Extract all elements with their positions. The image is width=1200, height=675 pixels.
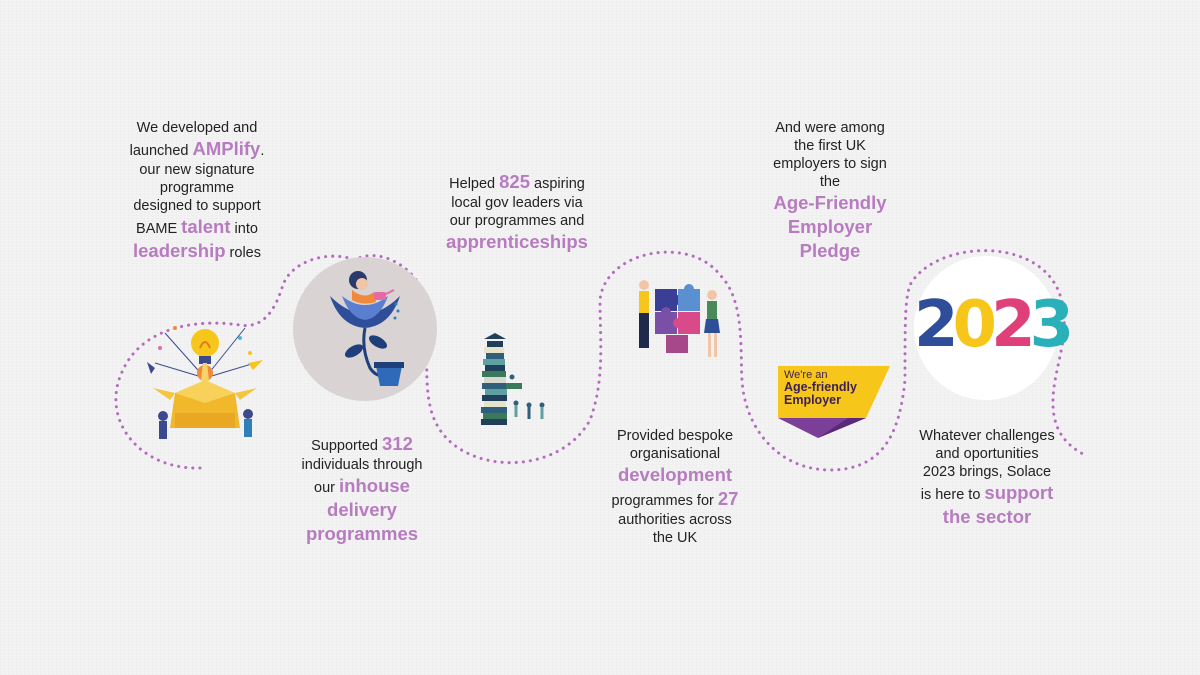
b1-line-6-a: BAME <box>136 221 182 237</box>
b4-line-6: the UK <box>652 530 698 546</box>
badge-line-2: Age-friendly <box>784 380 857 394</box>
b1-line-2-b: . <box>260 143 265 159</box>
text-block-2023: Whatever challenges and oportunities 202… <box>902 427 1072 529</box>
b5-line-5: Age-Friendly <box>745 191 915 215</box>
delivery-highlight: delivery <box>327 499 397 520</box>
employer-highlight: Employer <box>787 216 873 237</box>
badge-line-1: We're an <box>784 369 828 381</box>
b4-line-5: authorities across <box>618 512 732 528</box>
b4-line-4: programmes for 27 <box>592 487 758 511</box>
number-825-highlight: 825 <box>499 171 531 192</box>
programmes-highlight: programmes <box>305 523 419 544</box>
badge-shape <box>778 366 890 438</box>
b4-line-2: organisational <box>629 446 721 462</box>
b1-line-3: our new signature <box>139 162 255 178</box>
b3-line-1-a: Helped <box>449 176 500 192</box>
b2-line-2: individuals through <box>301 457 423 473</box>
b2-line-5: programmes <box>282 522 442 546</box>
b1-line-1: We developed and <box>136 120 258 136</box>
b5-line-4: the <box>819 174 841 190</box>
b2-line-1-a: Supported <box>311 438 383 454</box>
year-digit-4: 3 <box>1029 288 1074 362</box>
year-2023-text: 2023 <box>914 292 1074 358</box>
woman-flower-icon <box>293 257 437 401</box>
talent-highlight: talent <box>181 216 231 237</box>
text-block-27: Provided bespoke organisational developm… <box>592 427 758 547</box>
leadership-highlight: leadership <box>132 240 226 261</box>
pledge-highlight: Pledge <box>799 240 861 261</box>
b6-line-4: is here to support <box>902 481 1072 505</box>
b6-line-4-a: is here to <box>920 487 985 503</box>
badge-line-3: Employer <box>784 393 841 407</box>
b1-line-5: designed to support <box>133 198 261 214</box>
b3-line-1-b: aspiring <box>530 176 585 192</box>
b5-line-7: Pledge <box>745 239 915 263</box>
b1-line-2-a: launched <box>129 143 193 159</box>
b3-line-2: local gov leaders via <box>451 195 583 211</box>
the-sector-highlight: the sector <box>942 506 1032 527</box>
wave-line <box>114 249 1087 472</box>
number-312-highlight: 312 <box>382 433 413 454</box>
support-highlight: support <box>984 482 1054 503</box>
b1-line-4: programme <box>159 180 235 196</box>
b5-line-2: the first UK <box>794 138 866 154</box>
b2-line-1: Supported 312 <box>282 432 442 456</box>
b1-line-7: leadership roles <box>112 239 282 263</box>
b3-line-1: Helped 825 aspiring <box>432 170 602 194</box>
age-friendly-badge: We're an Age-friendly Employer <box>778 366 890 438</box>
amplify-highlight: AMPlify <box>192 138 261 159</box>
b5-line-6: Employer <box>745 215 915 239</box>
b4-line-1: Provided bespoke <box>616 428 734 444</box>
b2-line-4: delivery <box>282 498 442 522</box>
b4-line-4-a: programmes for <box>611 493 718 509</box>
b5-line-1: And were among <box>775 120 885 136</box>
text-block-312: Supported 312 individuals through our in… <box>282 432 442 546</box>
b6-line-2: and oportunities <box>935 446 1039 462</box>
year-digit-1: 2 <box>914 288 958 362</box>
development-highlight: development <box>617 464 733 485</box>
puzzle-people-icon <box>639 280 720 357</box>
b1-line-7-b: roles <box>225 245 261 261</box>
apprenticeships-highlight: apprenticeships <box>446 231 588 252</box>
age-friendly-highlight: Age-Friendly <box>773 192 887 213</box>
year-2023-circle: 2023 <box>914 256 1074 400</box>
book-stack-icon <box>481 333 545 425</box>
lightbulb-box-icon <box>147 326 263 439</box>
b2-line-3-a: our <box>314 480 340 496</box>
text-block-age-friendly: And were among the first UK employers to… <box>745 119 915 263</box>
b4-line-3: development <box>592 463 758 487</box>
b6-line-3: 2023 brings, Solace <box>922 464 1052 480</box>
inhouse-highlight: inhouse <box>339 475 410 496</box>
text-block-825: Helped 825 aspiring local gov leaders vi… <box>432 170 602 254</box>
b3-line-4: apprenticeships <box>432 230 602 254</box>
b1-line-6-b: into <box>230 221 258 237</box>
b1-line-2: launched AMPlify. <box>112 137 282 161</box>
year-digit-3: 2 <box>991 288 1035 362</box>
b6-line-1: Whatever challenges <box>919 428 1055 444</box>
b5-line-3: employers to sign <box>773 156 887 172</box>
badge-text: We're an Age-friendly Employer <box>784 369 874 407</box>
b6-line-5: the sector <box>902 505 1072 529</box>
b2-line-3: our inhouse <box>282 474 442 498</box>
number-27-highlight: 27 <box>717 488 739 509</box>
b3-line-3: our programmes and <box>449 213 585 229</box>
year-digit-2: 0 <box>952 288 997 362</box>
text-block-amplify: We developed and launched AMPlify. our n… <box>112 119 282 263</box>
b1-line-6: BAME talent into <box>112 215 282 239</box>
